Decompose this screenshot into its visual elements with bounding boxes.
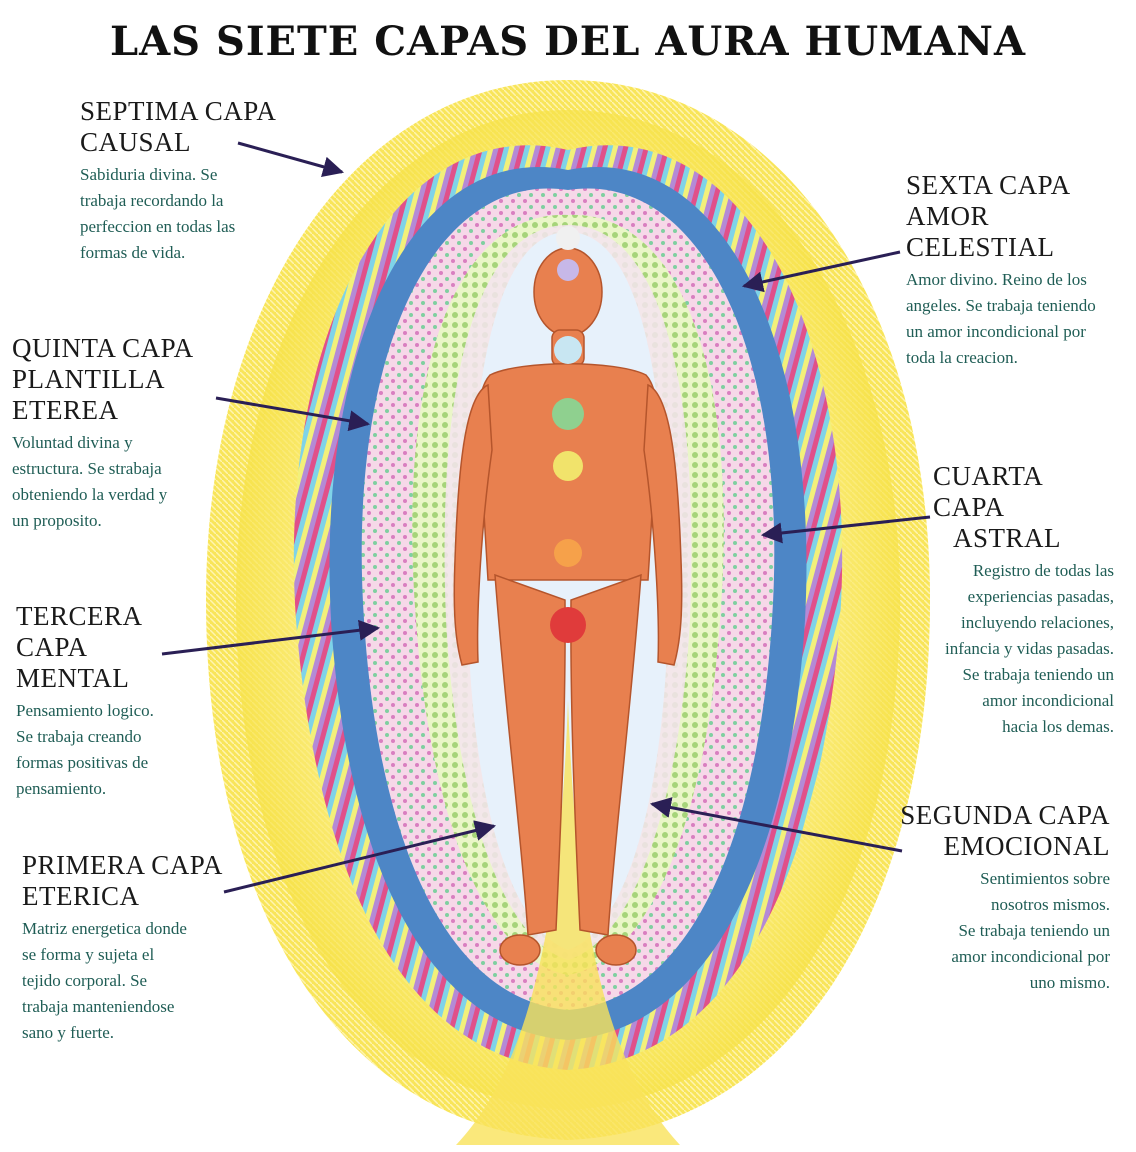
arrow-sexta <box>741 250 901 293</box>
label-primera-desc-2: se forma y sujeta el <box>22 945 155 964</box>
label-segunda-heading-2: EMOCIONAL <box>943 831 1110 861</box>
chakra-sacral <box>554 539 582 567</box>
label-septima-desc-1: Sabiduria divina. Se <box>80 165 218 184</box>
label-septima: SEPTIMA CAPA CAUSAL Sabiduria divina. Se… <box>80 96 290 266</box>
arrow-primera <box>223 820 497 894</box>
label-septima-desc-3: perfeccion en todas las <box>80 217 236 236</box>
label-primera-heading-1: PRIMERA CAPA <box>22 850 223 880</box>
label-septima-heading-1: SEPTIMA CAPA <box>80 96 277 126</box>
arrow-septima <box>237 141 345 178</box>
label-sexta-desc-1: Amor divino. Reino de los <box>906 270 1087 289</box>
arrow-tercera <box>161 619 381 656</box>
label-tercera: TERCERA CAPA MENTAL Pensamiento logico. … <box>16 601 216 802</box>
label-quinta: QUINTA CAPA PLANTILLA ETEREA Voluntad di… <box>12 333 252 534</box>
arrow-cuarta <box>760 515 931 544</box>
label-segunda-heading-1: SEGUNDA CAPA <box>900 800 1110 830</box>
label-sexta-heading-1: SEXTA CAPA <box>906 170 1071 200</box>
label-cuarta-desc-2: experiencias pasadas, <box>967 587 1114 606</box>
chakra-third-eye <box>557 259 579 281</box>
chakra-root <box>550 607 586 643</box>
label-primera-desc-5: sano y fuerte. <box>22 1023 115 1042</box>
label-cuarta-desc-1: Registro de todas las <box>972 561 1114 580</box>
label-cuarta-desc-6: amor incondicional <box>982 691 1114 710</box>
label-primera-heading-2: ETERICA <box>22 881 140 911</box>
label-sexta-desc-2: angeles. Se trabaja teniendo <box>906 296 1096 315</box>
label-tercera-desc-4: pensamiento. <box>16 779 107 798</box>
label-cuarta-desc-4: infancia y vidas pasadas. <box>945 639 1114 658</box>
label-tercera-desc-2: Se trabaja creando <box>16 727 142 746</box>
label-cuarta-heading-2: ASTRAL <box>952 523 1061 553</box>
label-sexta-heading-2: AMOR CELESTIAL <box>906 201 1055 262</box>
label-cuarta-heading-1: CUARTA CAPA <box>933 461 1042 522</box>
label-primera-desc-4: trabaja manteniendose <box>22 997 175 1016</box>
arrow-segunda <box>649 797 903 853</box>
label-segunda-desc-5: uno mismo. <box>1029 973 1110 992</box>
page-title: LAS SIETE CAPAS DEL AURA HUMANA <box>109 18 1027 65</box>
label-primera: PRIMERA CAPA ETERICA Matriz energetica d… <box>22 850 232 1046</box>
label-quinta-heading-2: PLANTILLA ETEREA <box>12 364 164 425</box>
label-cuarta-desc-7: hacia los demas. <box>1002 717 1114 736</box>
label-septima-heading-2: CAUSAL <box>80 127 192 157</box>
label-tercera-heading-1: TERCERA CAPA <box>16 601 142 662</box>
label-cuarta-desc-3: incluyendo relaciones, <box>961 613 1114 632</box>
chakras <box>550 226 586 643</box>
chakra-heart <box>552 398 584 430</box>
label-quinta-heading-1: QUINTA CAPA <box>12 333 194 363</box>
arrow-quinta <box>215 396 371 432</box>
chakra-crown <box>556 226 580 250</box>
label-primera-desc-1: Matriz energetica donde <box>22 919 187 938</box>
label-sexta-desc-3: un amor incondicional por <box>906 322 1086 341</box>
label-quinta-desc-2: estructura. Se strabaja <box>12 459 162 478</box>
label-septima-desc-4: formas de vida. <box>80 243 186 262</box>
label-primera-desc-3: tejido corporal. Se <box>22 971 148 990</box>
label-septima-desc-2: trabaja recordando la <box>80 191 224 210</box>
chakra-throat <box>554 336 582 364</box>
label-tercera-desc-1: Pensamiento logico. <box>16 701 154 720</box>
chakra-solar-plexus <box>553 451 583 481</box>
label-cuarta-desc-5: Se trabaja teniendo un <box>962 665 1114 684</box>
label-sexta-desc-4: toda la creacion. <box>906 348 1018 367</box>
label-tercera-heading-2: MENTAL <box>16 663 130 693</box>
label-tercera-desc-3: formas positivas de <box>16 753 149 772</box>
label-quinta-desc-4: un proposito. <box>12 511 102 530</box>
label-segunda: SEGUNDA CAPA EMOCIONAL Sentimientos sobr… <box>900 800 1110 996</box>
label-segunda-desc-1: Sentimientos sobre <box>980 869 1110 888</box>
label-segunda-desc-3: Se trabaja teniendo un <box>958 921 1110 940</box>
label-sexta: SEXTA CAPA AMOR CELESTIAL Amor divino. R… <box>906 170 1131 371</box>
label-cuarta: CUARTA CAPA ASTRAL Registro de todas las… <box>900 461 1114 740</box>
label-quinta-desc-1: Voluntad divina y <box>12 433 133 452</box>
label-quinta-desc-3: obteniendo la verdad y <box>12 485 168 504</box>
label-segunda-desc-4: amor incondicional por <box>951 947 1110 966</box>
label-segunda-desc-2: nosotros mismos. <box>990 895 1110 914</box>
